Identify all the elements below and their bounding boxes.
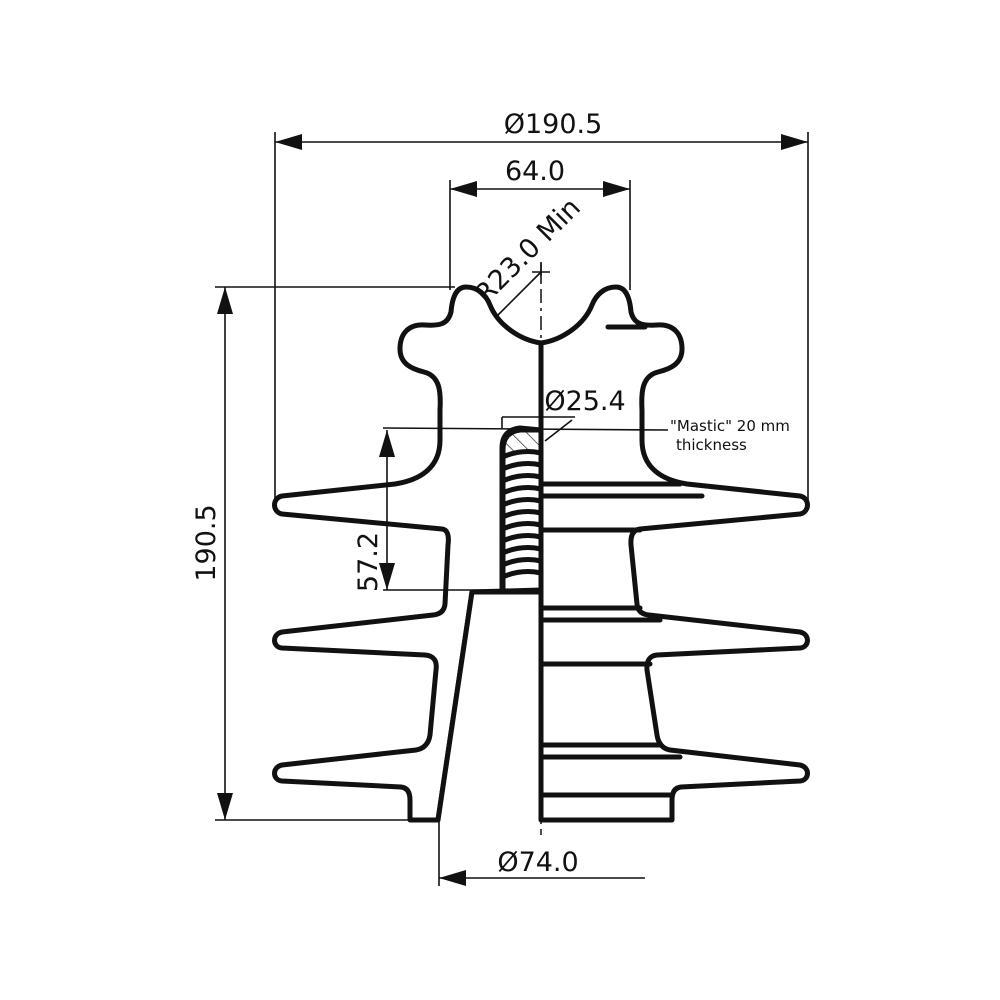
dim-head-width-label: 64.0 [505,156,565,187]
thread-line [502,521,544,531]
thread-line [502,569,544,579]
dim-base-diameter: Ø74.0 [438,822,645,886]
thread-line [502,557,544,567]
dim-overall-diameter: Ø190.5 [274,109,809,500]
dim-overall-diameter-label: Ø190.5 [504,109,603,140]
thread-line [502,473,544,483]
dim-head-width: 64.0 [449,156,631,290]
thread-section [500,427,544,593]
thread-line [502,461,544,471]
mastic-note-line2: thickness [676,436,747,454]
thread-line [502,533,544,543]
thread-line [502,449,544,459]
thread-line [502,509,544,519]
dim-thread-depth-label: 57.2 [353,532,384,592]
dim-height-label: 190.5 [191,504,222,581]
dim-bore-diameter: Ø25.4 [501,386,626,428]
thread-line [502,497,544,507]
dim-height: 190.5 [191,286,455,821]
thread-line [502,485,544,495]
dim-groove-radius-label: R23.0 Min [469,192,587,310]
mastic-note-line1: "Mastic" 20 mm [670,417,790,435]
inner-cavity-left-edge [435,589,544,823]
dim-thread-depth: 57.2 [353,430,500,592]
thread-line [502,545,544,555]
dim-base-diameter-label: Ø74.0 [497,847,578,878]
mastic-note: "Mastic" 20 mm thickness [382,417,790,454]
section-body [272,284,544,823]
exterior-body [538,284,810,823]
dim-bore-diameter-label: Ø25.4 [544,386,625,417]
dim-groove-radius: R23.0 Min [469,192,587,319]
shed-detail-lines [538,324,705,798]
